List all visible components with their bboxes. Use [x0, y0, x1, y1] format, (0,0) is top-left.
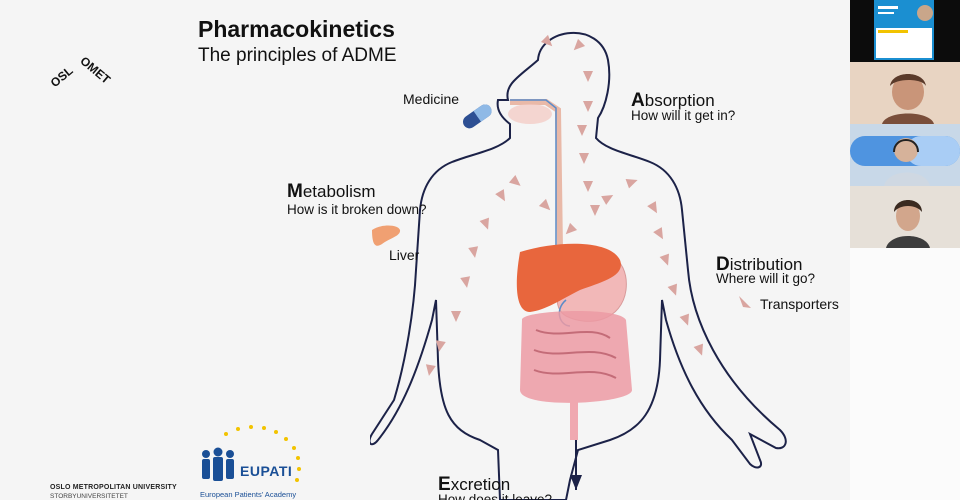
participant-tile-1[interactable]	[850, 0, 960, 62]
excretion-heading: Excretion	[438, 474, 511, 495]
svg-text:OMET: OMET	[77, 54, 113, 87]
distribution-arrow	[693, 343, 703, 356]
distribution-arrow	[451, 311, 461, 322]
distribution-arrow	[667, 283, 677, 296]
distribution-arrow	[659, 253, 669, 266]
distribution-arrow	[425, 364, 436, 376]
participant-tile-2[interactable]	[850, 62, 960, 124]
medicine-capsule-icon	[463, 104, 492, 129]
distribution-arrow	[579, 153, 589, 164]
distribution-arrow	[479, 217, 489, 230]
slide-subtitle: The principles of ADME	[198, 45, 397, 66]
distribution-arrow	[653, 227, 663, 240]
presentation-slide: Pharmacokinetics The principles of ADME …	[50, 16, 839, 500]
distribution-arrow	[468, 246, 479, 258]
distribution-arrow	[625, 179, 638, 189]
metabolism-question: How is it broken down?	[287, 202, 427, 217]
distribution-arrows	[425, 34, 703, 376]
eupati-title: EUPATI	[240, 463, 293, 479]
participant-1-video	[850, 0, 960, 62]
university-name: OSLO METROPOLITAN UNIVERSITY	[50, 484, 177, 491]
distribution-arrow	[583, 71, 593, 82]
distribution-arrow	[565, 222, 578, 235]
participant-4-video	[850, 186, 960, 248]
medicine-label: Medicine	[403, 91, 460, 107]
eupati-logo	[202, 425, 301, 482]
human-body-diagram	[370, 32, 787, 500]
participant-tile-3[interactable]	[850, 124, 960, 186]
slide-title: Pharmacokinetics	[198, 16, 395, 42]
distribution-arrow	[577, 125, 587, 136]
participant-2-video	[850, 62, 960, 124]
distribution-arrow	[583, 101, 593, 112]
liver	[516, 243, 621, 312]
liver-icon	[372, 225, 401, 246]
distribution-arrow	[508, 174, 521, 186]
distribution-arrow	[460, 276, 471, 288]
liver-label: Liver	[389, 247, 420, 263]
svg-text:OSL: OSL	[50, 63, 76, 90]
absorption-question: How will it get in?	[631, 108, 736, 123]
distribution-arrow	[647, 201, 657, 214]
absorption-heading: Absorption	[631, 90, 715, 111]
distribution-arrow	[540, 34, 553, 47]
body-outline	[370, 32, 787, 500]
metabolism-heading: Metabolism	[287, 181, 376, 202]
participant-tile-4[interactable]	[850, 186, 960, 248]
distribution-arrow	[435, 340, 446, 352]
excretion-question: How does it leave?	[438, 492, 553, 500]
distribution-arrow	[583, 181, 593, 192]
distribution-arrow	[590, 205, 600, 216]
distribution-arrow	[601, 195, 614, 205]
transporters-label: Transporters	[760, 296, 839, 312]
distribution-question: Where will it go?	[716, 271, 816, 286]
distribution-arrow	[538, 198, 551, 211]
oslomet-logo: OSL OMET	[50, 54, 114, 90]
participant-3-video	[850, 124, 960, 186]
eupati-subtitle: European Patients' Academy	[200, 490, 297, 499]
distribution-arrow	[679, 313, 689, 326]
distribution-heading: Distribution	[716, 254, 803, 275]
transporter-arrow-icon	[739, 296, 751, 308]
distribution-arrow	[495, 189, 505, 202]
university-subname: STORBYUNIVERSITETET	[50, 493, 128, 500]
video-participants-strip	[850, 0, 960, 500]
distribution-arrow	[573, 38, 586, 51]
